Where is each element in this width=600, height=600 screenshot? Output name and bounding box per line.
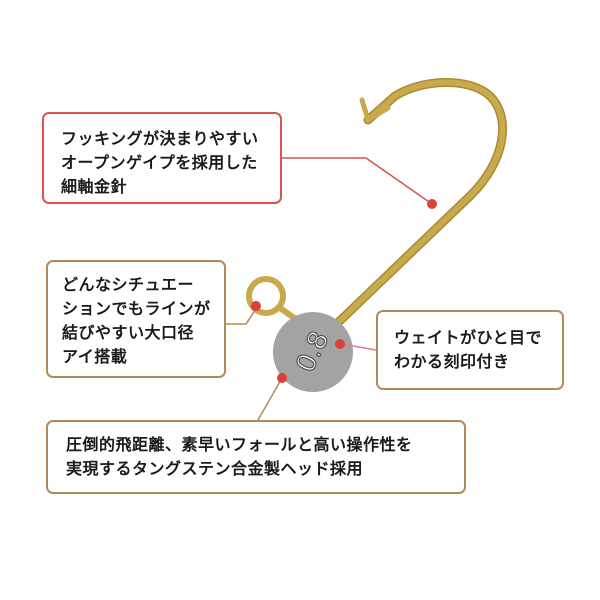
leader-mark xyxy=(341,343,377,351)
marker-dot-eye xyxy=(251,301,261,311)
tungsten-head xyxy=(273,312,353,392)
hook-barb xyxy=(359,97,391,123)
leader-head xyxy=(257,377,283,421)
marker-dot-head xyxy=(277,373,287,383)
line-eye xyxy=(246,276,286,316)
callout-tungsten-head-feature: 圧倒的飛距離、素早いフォールと高い操作性を 実現するタングステン合金製ヘッド採用 xyxy=(46,420,466,494)
hook-shank-fill xyxy=(319,79,506,341)
leader-hook xyxy=(282,157,433,205)
marker-dot-hook xyxy=(427,199,437,209)
leader-line xyxy=(226,305,259,325)
callout-weight-mark-feature: ウェイトがひと目で わかる刻印付き xyxy=(376,310,564,390)
callout-line-eye-feature: どんなシチュエー ションでもラインが 結びやすい大口径 アイ搭載 xyxy=(46,260,226,378)
callout-hook-feature: フッキングが決まりやすい オープンゲイプを採用した 細軸金針 xyxy=(42,112,282,204)
marker-dot-mark xyxy=(335,339,345,349)
hook-shank xyxy=(317,77,507,343)
